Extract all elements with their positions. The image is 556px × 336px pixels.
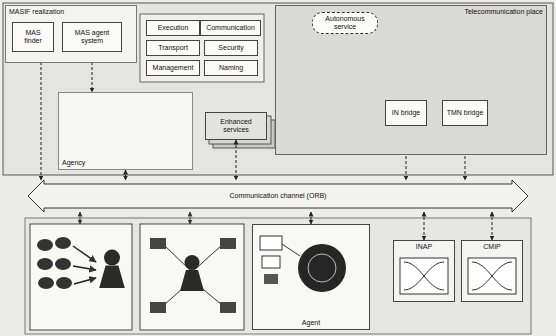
- svg-rect: [264, 274, 278, 284]
- connector-arrow: [236, 140, 237, 180]
- svg-circle: [298, 244, 346, 292]
- svg-g: [164, 245, 222, 305]
- svg-rect: [400, 258, 448, 294]
- svg-rect: [140, 224, 244, 330]
- svg-rect: [461, 240, 523, 302]
- telecom-region: Telecommunication placeAutonomous servic…: [275, 5, 547, 155]
- svg-use: [180, 255, 204, 291]
- bottom-frame: [25, 218, 531, 334]
- node-label: Autonomous service: [316, 15, 374, 31]
- svg-rect: [393, 240, 455, 302]
- node-label: Agency: [62, 159, 85, 167]
- svg-line: [282, 244, 300, 256]
- node-label: Communication channel (ORB): [230, 192, 327, 200]
- service-box: Security: [204, 40, 258, 56]
- node-label: Communication: [206, 24, 255, 32]
- node-label: Security: [218, 44, 243, 52]
- svg-line: [73, 246, 96, 262]
- connector-arrow: [311, 212, 312, 224]
- node-label: Telecommunication place: [464, 8, 543, 16]
- node-label: Execution: [158, 24, 189, 32]
- protocol-panel: INAP: [393, 240, 455, 302]
- agency-region: Agency: [58, 92, 193, 170]
- svg-ellipse: [56, 277, 72, 289]
- svg-line: [190, 212, 191, 224]
- agent-panel: Agent: [252, 224, 370, 330]
- node-label: Naming: [219, 64, 243, 72]
- node-label: Management: [153, 64, 194, 72]
- bridge-box: TMN bridge: [442, 100, 488, 126]
- svg-g: [73, 246, 96, 284]
- node-label: IN bridge: [392, 109, 420, 117]
- svg-path: [404, 262, 444, 290]
- svg-circle: [308, 254, 336, 282]
- node-label: Agent: [302, 319, 320, 327]
- svg-line: [73, 266, 96, 270]
- service-box: Management: [146, 60, 200, 76]
- protocol-panel: CMIP: [461, 240, 523, 302]
- node-label: MAS finder: [16, 29, 50, 45]
- node-label: Transport: [158, 44, 188, 52]
- svg-line: [80, 212, 81, 224]
- panel-1: [30, 224, 132, 330]
- node-label: INAP: [416, 243, 432, 251]
- svg-use: [99, 250, 125, 288]
- svg-line: [74, 278, 96, 284]
- node-label: CMIP: [483, 243, 501, 251]
- svg-ellipse: [37, 258, 53, 270]
- service-box: Communication: [200, 20, 261, 36]
- channel-band: Communication channel (ORB): [28, 180, 528, 212]
- connector-arrow: [424, 212, 425, 240]
- agent-picture: [252, 224, 370, 330]
- svg-rect: [260, 236, 282, 250]
- node-label: TMN bridge: [447, 109, 484, 117]
- service-grid-frame: [140, 14, 264, 82]
- switch-symbols: [393, 240, 523, 302]
- svg-ellipse: [55, 258, 71, 270]
- svg-rect: [30, 224, 132, 330]
- panel-2: [140, 224, 244, 330]
- svg-rect: [220, 238, 236, 249]
- bridge-box: IN bridge: [385, 100, 427, 126]
- service-box: Execution: [146, 20, 200, 36]
- connector-arrow: [492, 212, 493, 240]
- component-box: MAS agent system: [62, 22, 122, 52]
- node-label: MASIF realization: [9, 8, 64, 16]
- svg-ellipse: [38, 277, 54, 289]
- svg-ellipse: [37, 239, 53, 251]
- service-box: Naming: [204, 60, 258, 76]
- service-bubble: Autonomous service: [312, 12, 378, 34]
- outer-frame: [3, 3, 553, 175]
- svg-ellipse: [55, 237, 71, 249]
- svg-rect: [468, 258, 516, 294]
- svg-rect: [220, 302, 236, 313]
- connector-arrow: [125, 170, 126, 180]
- bottom-ties: [80, 212, 190, 224]
- node-label: Enhanced services: [209, 118, 263, 134]
- svg-rect: [150, 238, 166, 249]
- component-box: MAS finder: [12, 22, 54, 52]
- double-arrow-band: [28, 180, 528, 212]
- stacked-box: Enhanced services: [205, 112, 267, 140]
- service-box: Transport: [146, 40, 200, 56]
- svg-rect: [150, 302, 166, 313]
- node-label: MAS agent system: [66, 29, 118, 45]
- connector-arrow: [41, 52, 42, 180]
- svg-rect: [252, 224, 370, 330]
- svg-path: [472, 262, 512, 290]
- svg-rect: [262, 256, 280, 268]
- realization-region: MASIF realizationMAS finder MAS agent sys…: [5, 5, 137, 63]
